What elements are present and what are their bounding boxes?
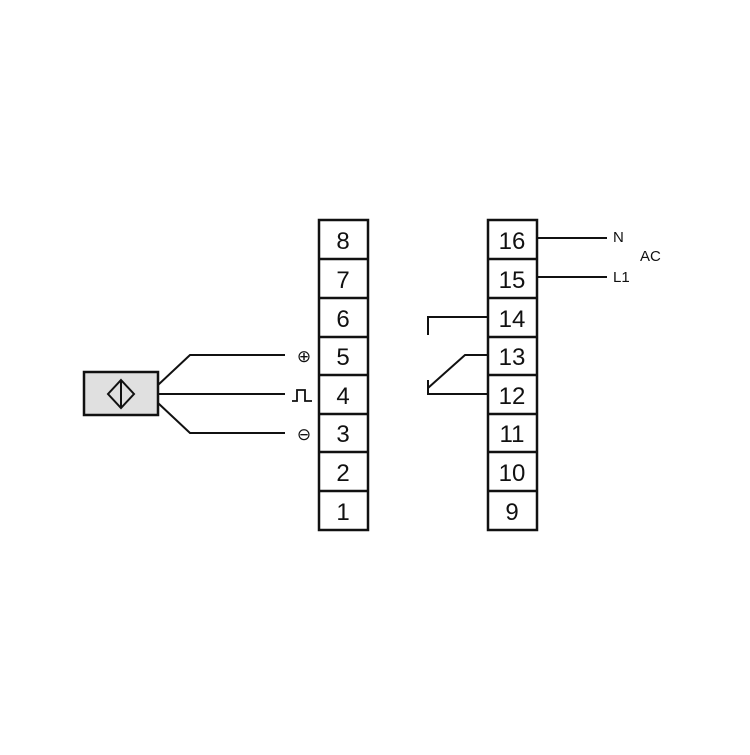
terminal-11: 11 (500, 421, 525, 448)
left-terminal-labels: 8 7 6 5 4 3 2 1 (336, 228, 349, 526)
label-l1: L1 (613, 269, 630, 286)
terminal-8: 8 (336, 228, 349, 255)
terminal-14: 14 (499, 306, 526, 333)
terminal-7: 7 (336, 267, 349, 294)
terminal-5: 5 (336, 344, 349, 371)
terminal-12: 12 (499, 383, 526, 410)
supply-lines (537, 237, 607, 278)
terminal-6: 6 (336, 306, 349, 333)
inductive-sensor (82, 354, 285, 434)
contact-14-wire (427, 316, 488, 335)
plus-symbol: ⊕ (297, 347, 311, 366)
terminal-16: 16 (499, 228, 526, 255)
terminal-3: 3 (336, 421, 349, 448)
pulse-signal-icon (292, 389, 312, 402)
terminal-4: 4 (336, 383, 349, 410)
terminal-15: 15 (499, 267, 526, 294)
right-terminal-block (486, 218, 539, 532)
terminal-9: 9 (505, 499, 518, 526)
wire-to-terminal-5 (157, 354, 285, 386)
label-n: N (613, 229, 624, 246)
minus-symbol: ⊖ (297, 425, 311, 444)
terminal-10: 10 (499, 460, 526, 487)
wire-to-terminal-3 (157, 402, 285, 434)
relay-contacts (427, 316, 488, 395)
label-ac: AC (640, 248, 661, 265)
terminal-1: 1 (336, 499, 349, 526)
sensor-wires (157, 354, 285, 434)
contact-12-wire (427, 380, 488, 395)
contact-13-switch (427, 354, 488, 389)
terminal-2: 2 (336, 460, 349, 487)
inductive-sensor-diamond-icon (106, 378, 136, 410)
right-terminal-labels: 16 15 14 13 12 11 10 9 (499, 228, 526, 526)
terminal-13: 13 (499, 344, 526, 371)
left-terminal-block (317, 218, 370, 532)
